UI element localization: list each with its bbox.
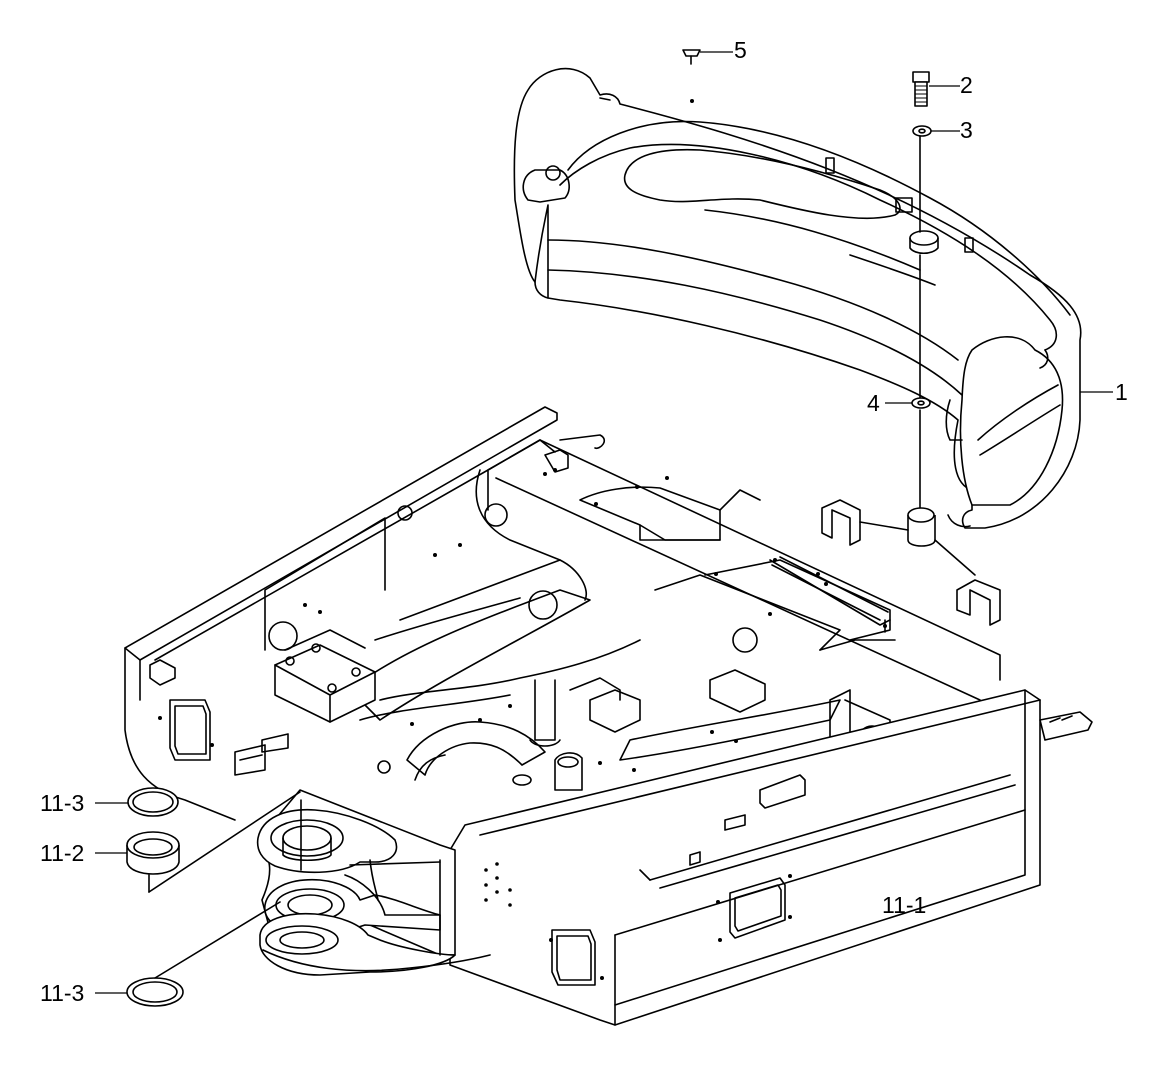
callout-11-3-upper: 11-3 [40,790,84,816]
callout-2: 2 [960,72,973,98]
upper-frame [124,406,1001,899]
callout-1: 1 [1115,379,1128,405]
callout-4: 4 [867,390,880,416]
callout-11-1: 11-1 [882,892,926,918]
swing-bracket [256,789,512,976]
bolt-holes [158,468,887,772]
callout-11-2: 11-2 [40,840,84,866]
bushings [126,787,301,1007]
callout-5: 5 [734,37,747,63]
callout-labels: 5 2 3 4 1 11-1 11-3 11-2 11-3 [40,37,1128,1006]
callout-11-3-lower: 11-3 [40,980,84,1006]
callout-3: 3 [960,117,973,143]
counterweight [513,67,1082,529]
